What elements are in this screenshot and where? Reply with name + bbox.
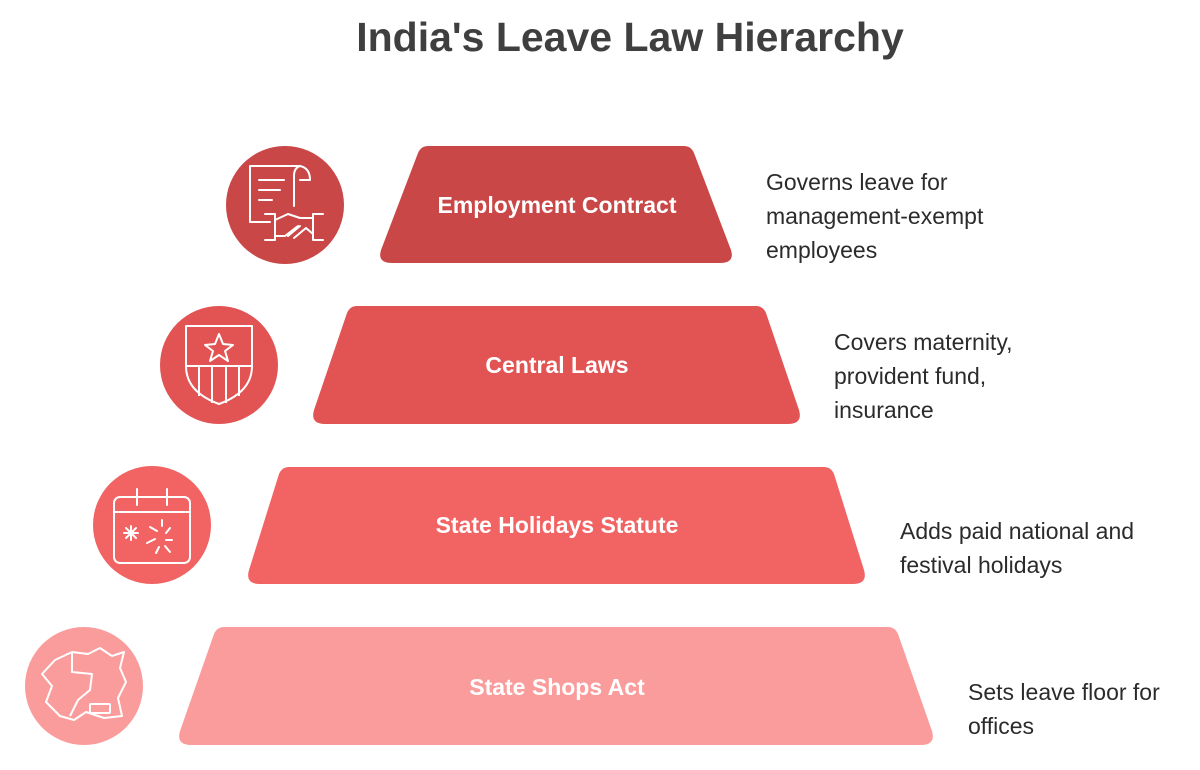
icon-circle <box>25 627 143 745</box>
level-state-shops-act: State Shops Act <box>25 627 933 745</box>
tier-label: Central Laws <box>485 352 628 378</box>
tier-shape <box>248 467 865 584</box>
description-employment-contract: Governs leave for management-exempt empl… <box>766 169 984 263</box>
icon-circle <box>226 146 344 264</box>
tier-label: Employment Contract <box>438 192 677 218</box>
description-central-laws: Covers maternity, provident fund, insura… <box>834 329 1013 423</box>
level-employment-contract: Employment Contract <box>226 146 732 264</box>
tier-label: State Shops Act <box>469 674 645 700</box>
tier-shape <box>380 146 732 263</box>
tier-shape <box>179 627 933 745</box>
description-state-shops-act: Sets leave floor for offices <box>968 679 1160 739</box>
level-central-laws: Central Laws <box>160 306 800 424</box>
tier-shape <box>313 306 800 424</box>
level-state-holidays-statute: State Holidays Statute <box>93 466 865 584</box>
page-title: India's Leave Law Hierarchy <box>356 14 904 60</box>
description-state-holidays-statute: Adds paid national and festival holidays <box>900 518 1135 578</box>
state-map-icon <box>41 647 127 721</box>
contract-handshake-icon <box>249 165 324 241</box>
shield-star-icon <box>185 325 253 405</box>
calendar-fireworks-icon <box>113 488 191 564</box>
tier-label: State Holidays Statute <box>436 512 679 538</box>
icon-circle <box>93 466 211 584</box>
